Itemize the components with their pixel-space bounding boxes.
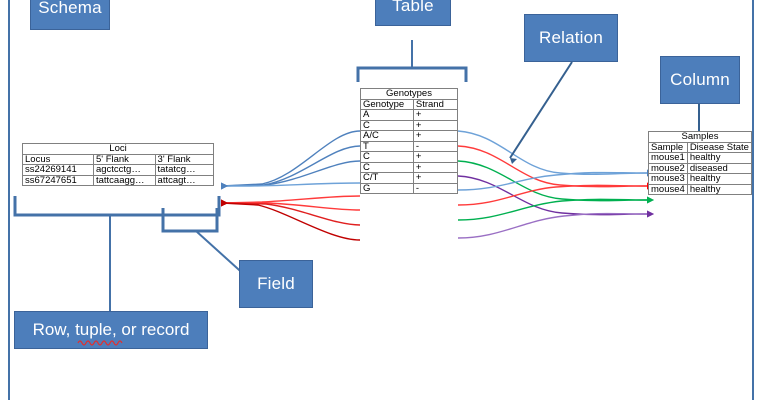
table-row: A/C + <box>360 130 459 142</box>
bracket-row <box>13 196 221 217</box>
cell-genotype: G <box>360 182 414 194</box>
page-border-left <box>8 0 10 400</box>
table-row: mouse3 healthy <box>648 173 752 185</box>
column-header-5-flank: 5' Flank <box>92 153 156 165</box>
cell-genotype: C <box>360 151 414 163</box>
table-row: ss24269141 agctcctg… tatatcg… <box>22 164 215 176</box>
table-loci: Loci Locus 5' Flank 3' Flank ss24269141 … <box>22 143 215 186</box>
column-header-locus: Locus <box>22 153 94 165</box>
table-row: G - <box>360 182 459 194</box>
leader-relation <box>509 61 573 159</box>
cell-disease-state: healthy <box>686 152 752 164</box>
table-row: A + <box>360 109 459 121</box>
cell-5-flank: agctcctg… <box>92 164 156 176</box>
column-header-disease-state: Disease State <box>686 141 752 153</box>
cell-disease-state: healthy <box>686 183 752 195</box>
callout-row-tuple-record[interactable]: Row, tuple, or record <box>14 311 208 349</box>
cell-strand: + <box>412 119 459 131</box>
table-row: T - <box>360 140 459 152</box>
cell-genotype: T <box>360 140 414 152</box>
table-genotypes-title-row: Genotypes <box>360 88 458 100</box>
cell-strand: + <box>412 151 459 163</box>
table-samples: Samples Sample Disease State mouse1 heal… <box>648 131 752 195</box>
column-header-strand: Strand <box>412 98 459 110</box>
table-loci-header-row: Locus 5' Flank 3' Flank <box>22 153 215 165</box>
cell-strand: + <box>412 130 459 142</box>
callout-relation[interactable]: Relation <box>524 14 618 62</box>
callout-schema[interactable]: Schema <box>30 0 110 30</box>
cell-genotype: C/T <box>360 172 414 184</box>
table-samples-title: Samples <box>648 131 752 143</box>
callout-relation-label: Relation <box>539 28 603 47</box>
table-row: mouse1 healthy <box>648 152 752 164</box>
table-row: C + <box>360 119 459 131</box>
table-row: mouse2 diseased <box>648 162 752 174</box>
leader-relation-tip <box>510 158 517 164</box>
table-samples-header-row: Sample Disease State <box>648 141 752 153</box>
column-header-sample: Sample <box>648 141 688 153</box>
callout-table[interactable]: Table <box>375 0 451 26</box>
cell-disease-state: diseased <box>686 162 752 174</box>
table-samples-title-row: Samples <box>648 131 752 143</box>
table-row: C/T + <box>360 172 459 184</box>
table-loci-title-row: Loci <box>22 143 214 155</box>
table-row: ss67247651 tattcaagg… attcagt… <box>22 174 215 186</box>
callout-column-label: Column <box>670 70 730 89</box>
cell-sample: mouse4 <box>648 183 688 195</box>
cell-sample: mouse2 <box>648 162 688 174</box>
column-header-genotype: Genotype <box>360 98 414 110</box>
cell-3-flank: attcagt… <box>154 174 215 186</box>
cell-5-flank: tattcaagg… <box>92 174 156 186</box>
cell-genotype: A/C <box>360 130 414 142</box>
callout-field[interactable]: Field <box>239 260 313 308</box>
cell-strand: + <box>412 161 459 173</box>
callout-table-label: Table <box>392 0 434 15</box>
cell-strand: - <box>412 182 459 194</box>
cell-genotype: A <box>360 109 414 121</box>
table-row: C + <box>360 161 459 173</box>
table-loci-title: Loci <box>22 143 214 155</box>
callout-row-label: Row, tuple, or record <box>32 320 190 339</box>
table-genotypes-header-row: Genotype Strand <box>360 98 459 110</box>
column-header-3-flank: 3' Flank <box>154 153 215 165</box>
cell-locus: ss24269141 <box>22 164 94 176</box>
cell-strand: - <box>412 140 459 152</box>
cell-genotype: C <box>360 161 414 173</box>
cell-disease-state: healthy <box>686 173 752 185</box>
callout-column[interactable]: Column <box>660 56 740 104</box>
cell-strand: + <box>412 109 459 121</box>
page-border-right <box>752 0 754 400</box>
cell-genotype: C <box>360 119 414 131</box>
cell-3-flank: tatatcg… <box>154 164 215 176</box>
bracket-table <box>356 66 468 82</box>
bracket-field <box>161 208 219 233</box>
cell-locus: ss67247651 <box>22 174 94 186</box>
table-genotypes-title: Genotypes <box>360 88 458 100</box>
table-row: mouse4 healthy <box>648 183 752 195</box>
table-row: C + <box>360 151 459 163</box>
cell-sample: mouse3 <box>648 173 688 185</box>
callout-schema-label: Schema <box>38 0 102 17</box>
table-genotypes: Genotypes Genotype Strand A + C + A/C + … <box>360 88 459 194</box>
cell-sample: mouse1 <box>648 152 688 164</box>
callout-field-label: Field <box>257 274 295 293</box>
cell-strand: + <box>412 172 459 184</box>
